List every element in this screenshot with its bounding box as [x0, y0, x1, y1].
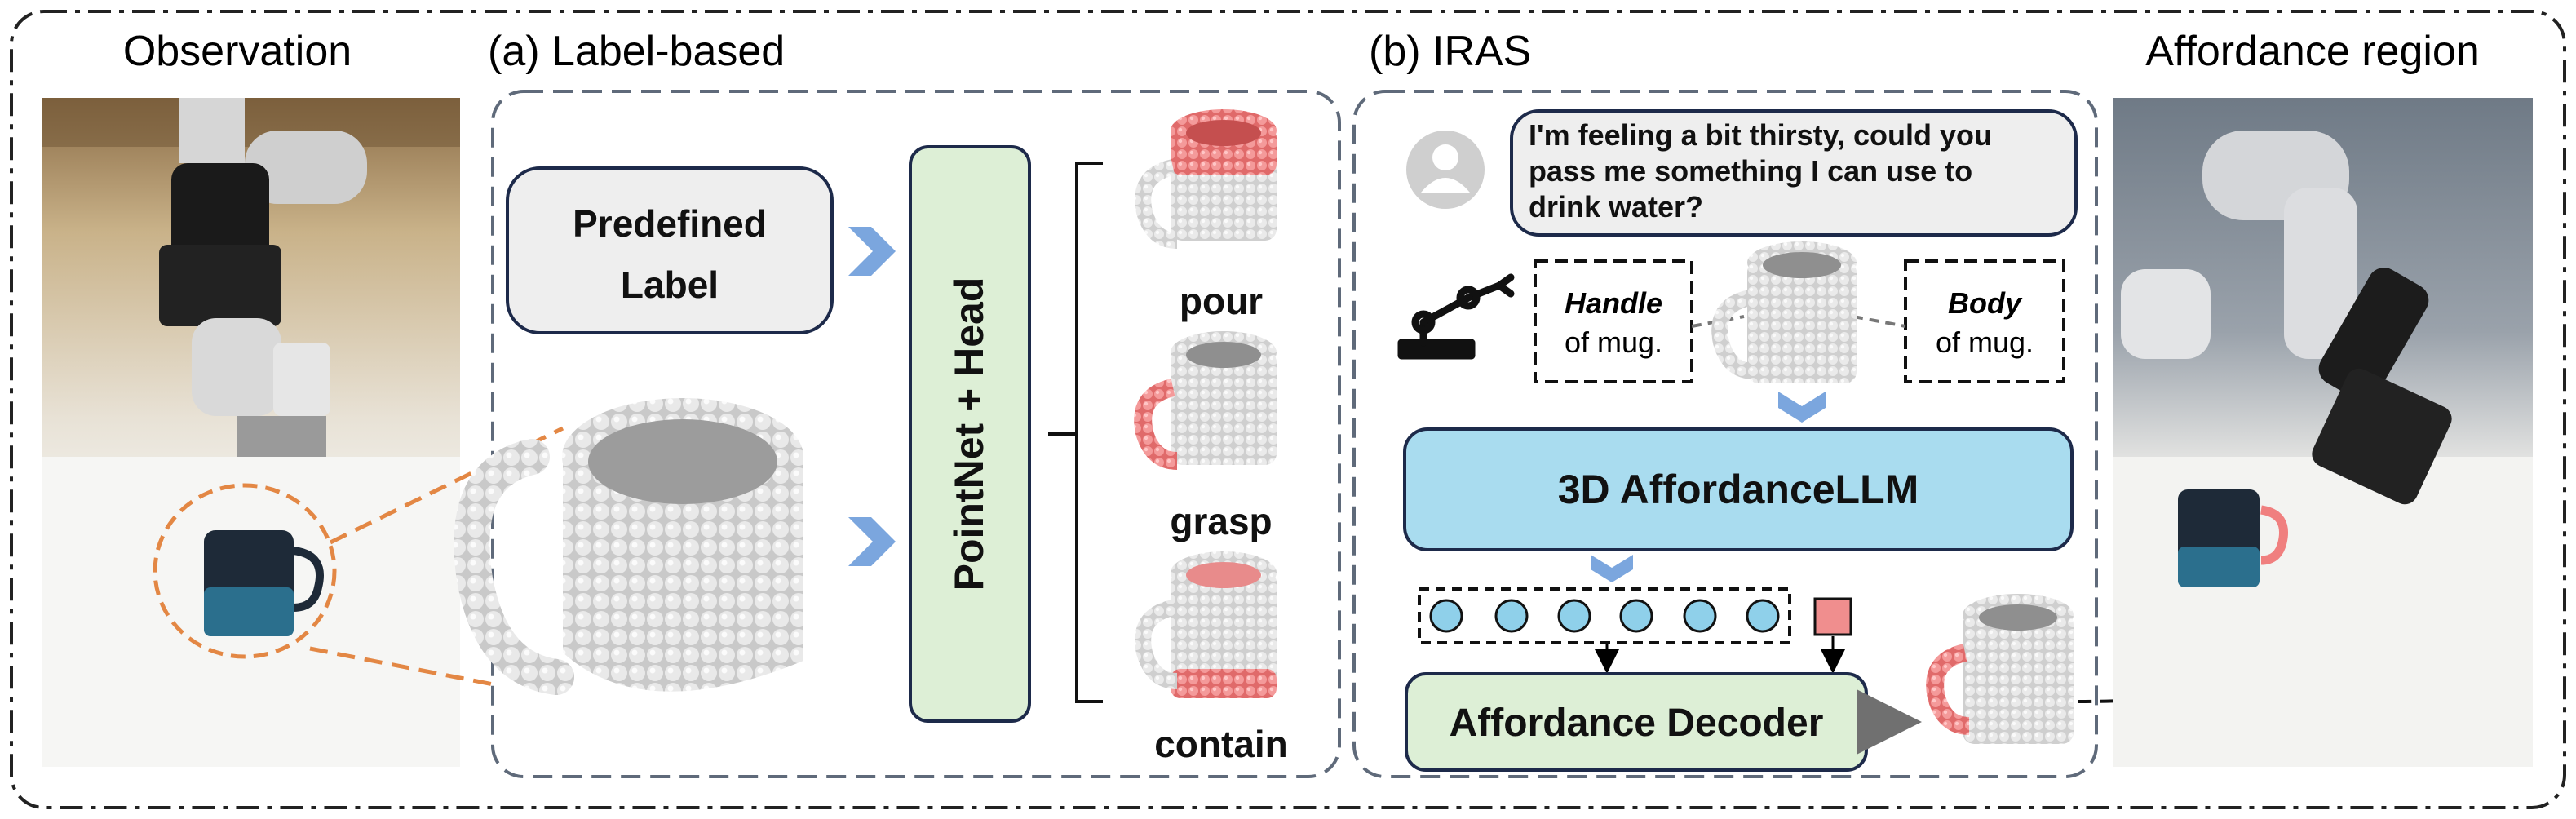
- user-query-line1: I'm feeling a bit thirsty, could you: [1529, 118, 1992, 152]
- body-tag-bold: Body: [1948, 286, 2023, 320]
- user-query-bubble: [1510, 109, 2078, 237]
- output-mug-pour: [1135, 109, 1277, 249]
- chevron-down-icon: [1778, 392, 1826, 423]
- output-label-grasp: grasp: [1170, 500, 1272, 542]
- output-label-contain: contain: [1154, 723, 1288, 765]
- user-query-line3: drink water?: [1529, 190, 1703, 224]
- body-tag-rest: of mug.: [1936, 325, 2034, 359]
- iras-panel: [1352, 90, 2098, 778]
- affordance-decoder-label: Affordance Decoder: [1450, 702, 1824, 745]
- mug-lasso: [153, 483, 337, 659]
- chevron-right-icon: [848, 517, 896, 566]
- output-label-pour: pour: [1180, 280, 1263, 322]
- iras-output-mug: [1926, 594, 2074, 744]
- affordance-llm-box: [1403, 427, 2074, 551]
- handle-tag-bold: Handle: [1565, 286, 1662, 320]
- iras-input-mug: [1711, 241, 1857, 383]
- token: [1557, 599, 1591, 633]
- pointnet-head-label: PointNet + Head: [946, 277, 992, 591]
- handle-tag-rest: of mug.: [1565, 325, 1662, 359]
- output-mug-grasp: [1134, 331, 1277, 470]
- observation-title: Observation: [123, 28, 352, 75]
- chevron-right-icon: [848, 227, 896, 276]
- output-mug-contain: [1135, 551, 1277, 698]
- affordance-region-photo: [2113, 98, 2533, 767]
- predefined-label-line1: Predefined: [573, 202, 767, 245]
- user-avatar-icon: [1406, 131, 1485, 209]
- token: [1619, 599, 1653, 633]
- output-bracket: [1048, 162, 1103, 703]
- token: [1683, 599, 1717, 633]
- token: [1494, 599, 1529, 633]
- chevron-down-icon: [1591, 555, 1633, 582]
- handle-tag: [1534, 259, 1693, 383]
- robot-arm-icon: [1397, 273, 1515, 360]
- body-tag: [1904, 259, 2065, 383]
- label-based-title: (a) Label-based: [488, 28, 785, 75]
- pointnet-head-box: [909, 145, 1031, 723]
- token: [1429, 599, 1463, 633]
- user-query-line2: pass me something I can use to: [1529, 154, 1972, 188]
- predefined-label-line2: Label: [621, 263, 719, 306]
- token: [1746, 599, 1780, 633]
- affordance-llm-label: 3D AffordanceLLM: [1558, 467, 1919, 512]
- seg-token: [1813, 597, 1852, 636]
- input-point-cloud-mug: [454, 398, 803, 695]
- iras-title: (b) IRAS: [1369, 28, 1531, 75]
- label-based-panel: [491, 90, 1341, 778]
- outer-frame: [10, 10, 2566, 809]
- token-row: [1418, 587, 1791, 644]
- predefined-label-box: [506, 166, 834, 334]
- affordance-region-title: Affordance region: [2145, 28, 2480, 75]
- observation-photo: [42, 98, 460, 767]
